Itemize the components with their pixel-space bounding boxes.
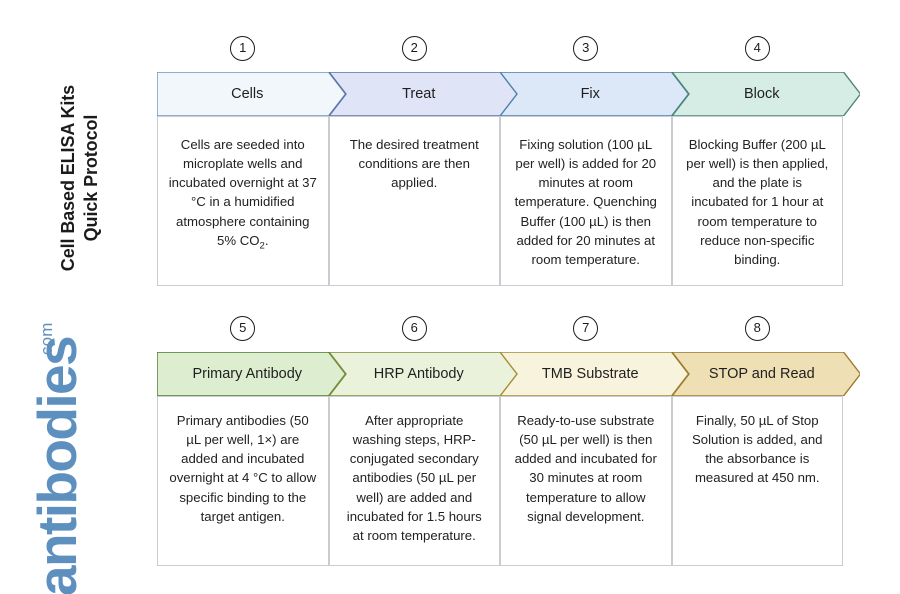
step-description-text-5: Primary antibodies (50 µL per well, 1×) … [169, 413, 317, 524]
step-description-text-2: The desired treatment conditions are the… [349, 137, 479, 191]
chevron-shape-8 [671, 352, 860, 396]
flow-row-2: 5 6 7 8 Primary Antibody HRP Antibody TMB Sub… [157, 316, 860, 566]
step-number-8: 8 [744, 316, 770, 341]
chevron-label-4: Block [744, 86, 780, 102]
step-numbers-row-1: 1 2 3 4 [157, 36, 843, 72]
chevron-label-2: Treat [402, 86, 436, 102]
chevron-label-6: HRP Antibody [373, 366, 464, 382]
flow-row-1: 1 2 3 4 Cells Treat Fix Block Cells are seeded… [157, 36, 860, 286]
step-number-4: 4 [744, 36, 770, 61]
chevron-step-2[interactable]: Treat [328, 72, 517, 116]
step-description-text-3: Fixing solution (100 µL per well) is add… [514, 137, 657, 267]
chevron-shape-7 [500, 352, 689, 396]
logo-tld: .com [37, 322, 56, 360]
step-number-6: 6 [401, 316, 427, 341]
chevron-label-7: TMB Substrate [541, 366, 639, 382]
chevron-shape-6 [328, 352, 517, 396]
chevron-step-7[interactable]: TMB Substrate [500, 352, 689, 396]
chevron-step-5[interactable]: Primary Antibody [157, 352, 346, 396]
chevron-step-4[interactable]: Block [671, 72, 860, 116]
step-description-text-4: Blocking Buffer (200 µL per well) is the… [686, 137, 829, 267]
step-description-cell-5: Primary antibodies (50 µL per well, 1×) … [157, 396, 329, 566]
page-title: Cell Based ELISA Kits Quick Protocol [57, 84, 101, 272]
chevron-shape-4 [671, 72, 860, 116]
step-description-text-7: Ready-to-use substrate (50 µL per well) … [514, 413, 657, 524]
step-description-cell-2: The desired treatment conditions are the… [328, 116, 500, 286]
chevron-label-5: Primary Antibody [192, 366, 303, 382]
step-number-5: 5 [230, 316, 256, 341]
antibodies-logo: antibodies .com [1, 296, 93, 594]
chevron-step-6[interactable]: HRP Antibody [328, 352, 517, 396]
step-number-3: 3 [573, 36, 599, 61]
left-rail: Cell Based ELISA Kits Quick Protocol ant… [0, 0, 150, 594]
step-description-cell-4: Blocking Buffer (200 µL per well) is the… [671, 116, 843, 286]
step-number-1: 1 [230, 36, 256, 61]
chevron-label-1: Cells [231, 86, 264, 102]
step-description-cell-3: Fixing solution (100 µL per well) is add… [500, 116, 672, 286]
step-number-7: 7 [573, 316, 599, 341]
step-number-2: 2 [401, 36, 427, 61]
chevron-step-1[interactable]: Cells [157, 72, 346, 116]
chevron-strip-row-2: Primary Antibody HRP Antibody TMB Substrat… [157, 352, 860, 396]
step-description-text-6: After appropriate washing steps, HRP-con… [346, 413, 482, 543]
step-description-text-8: Finally, 50 µL of Stop Solution is added… [691, 413, 823, 486]
step-description-text-1: Cells are seeded into microplate wells a… [168, 137, 317, 252]
step-description-cell-6: After appropriate washing steps, HRP-con… [328, 396, 500, 566]
chevron-step-3[interactable]: Fix [500, 72, 689, 116]
subscript: 2 [259, 240, 265, 252]
step-numbers-row-2: 5 6 7 8 [157, 316, 843, 352]
step-description-cell-1: Cells are seeded into microplate wells a… [157, 116, 329, 286]
chevron-label-8: STOP and Read [708, 366, 815, 382]
step-description-cell-8: Finally, 50 µL of Stop Solution is added… [671, 396, 843, 566]
description-strip-row-2: Primary antibodies (50 µL per well, 1×) … [157, 396, 843, 566]
description-strip-row-1: Cells are seeded into microplate wells a… [157, 116, 843, 286]
chevron-shape-2 [328, 72, 517, 116]
chevron-label-3: Fix [580, 86, 600, 102]
chevron-strip-row-1: Cells Treat Fix Block [157, 72, 860, 116]
logo-wordmark: antibodies [26, 336, 88, 594]
chevron-shape-3 [500, 72, 689, 116]
chevron-step-8[interactable]: STOP and Read [671, 352, 860, 396]
step-description-cell-7: Ready-to-use substrate (50 µL per well) … [500, 396, 672, 566]
